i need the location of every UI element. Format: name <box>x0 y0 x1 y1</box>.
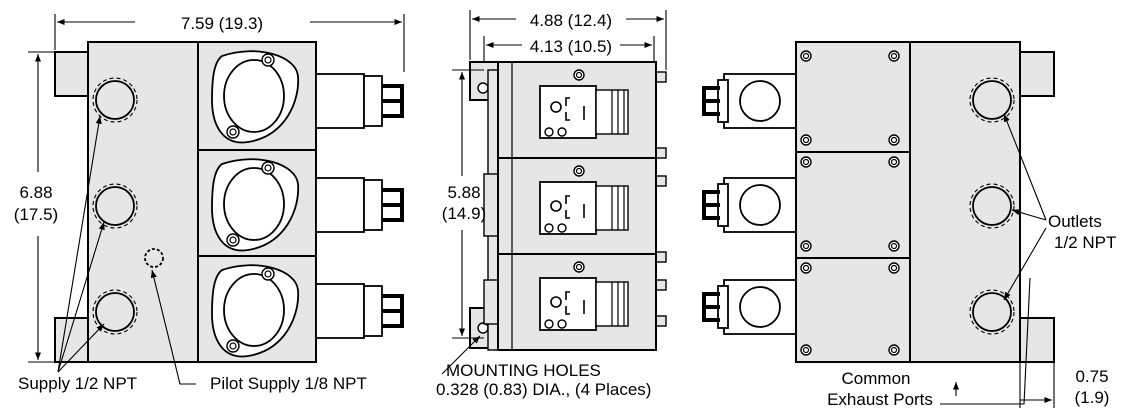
mount-tab-bottom <box>1019 317 1055 363</box>
supply-port <box>92 77 138 123</box>
left-view: 7.59 (19.3) 6.88 (17.5) Supply 1/2 NPT P… <box>14 14 405 393</box>
mount-tab-top <box>54 51 90 97</box>
height-dimension-label: 6.88 <box>19 183 52 202</box>
solenoid-connector <box>702 177 797 233</box>
valve-body <box>197 255 317 363</box>
pilot-port <box>144 248 164 268</box>
outlet-port <box>969 289 1015 335</box>
width-dimension-label: 7.59 (19.3) <box>181 14 263 33</box>
supply-port <box>92 183 138 229</box>
mount-tab-top <box>1019 51 1055 97</box>
solenoid-connector <box>702 73 797 129</box>
inner-width-dimension-label: 4.13 (10.5) <box>530 37 612 56</box>
offset-dimension-metric: (1.9) <box>1075 388 1110 407</box>
middle-view: 4.88 (12.4) 4.13 (10.5) 5.88 (14.9) MOUN… <box>436 10 667 399</box>
valve-plate <box>795 41 911 153</box>
height-dimension-metric: (14.9) <box>442 204 486 223</box>
valve-body <box>197 149 317 257</box>
outlet-port <box>969 77 1015 123</box>
height-dimension-label: 5.88 <box>447 183 480 202</box>
outer-width-dimension-label: 4.88 (12.4) <box>530 11 612 30</box>
right-view: Outlets 1/2 NPT 0.75 (1.9) Common Exhaus… <box>702 41 1116 409</box>
valve-module <box>497 157 657 255</box>
pilot-supply-label: Pilot Supply 1/8 NPT <box>210 374 367 393</box>
valve-module <box>497 253 657 351</box>
outlets-size-label: 1/2 NPT <box>1054 233 1116 252</box>
supply-label: Supply 1/2 NPT <box>18 374 137 393</box>
exhaust-label-line1: Common <box>842 369 911 388</box>
supply-port <box>92 289 138 335</box>
height-dimension-metric: (17.5) <box>14 205 58 224</box>
outlet-port <box>969 183 1015 229</box>
solenoid-connector <box>702 279 797 335</box>
valve-plate <box>795 257 911 363</box>
mounting-holes-detail: 0.328 (0.83) DIA., (4 Places) <box>436 380 651 399</box>
solenoid-connector <box>315 73 404 129</box>
valve-plate <box>795 151 911 259</box>
solenoid-connector <box>315 283 404 339</box>
outlets-label: Outlets <box>1048 212 1102 231</box>
mounting-holes-title: MOUNTING HOLES <box>446 361 601 380</box>
valve-body <box>197 41 317 151</box>
solenoid-connector <box>315 177 404 233</box>
valve-module <box>497 61 657 159</box>
exhaust-label-line2: Exhaust Ports <box>827 390 933 409</box>
offset-dimension-label: 0.75 <box>1075 367 1108 386</box>
